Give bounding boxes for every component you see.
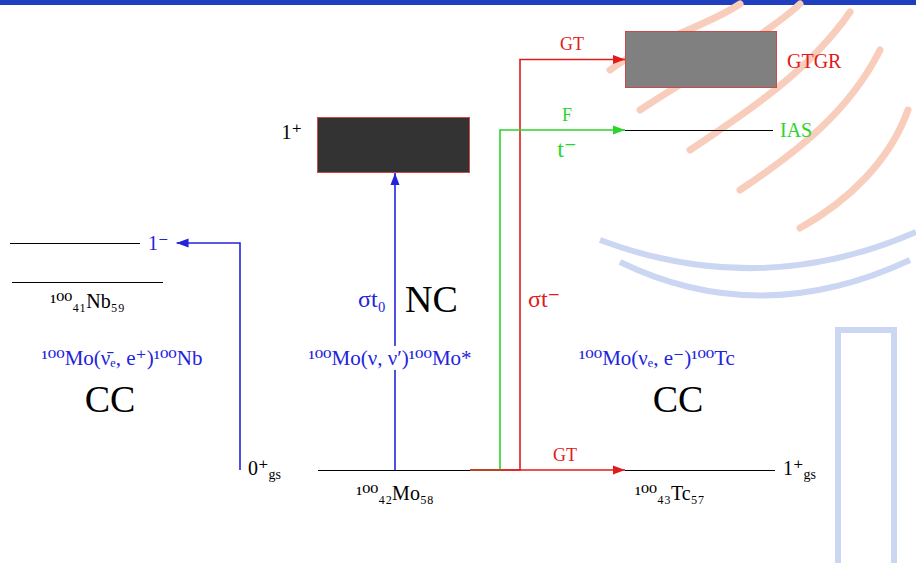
reaction-label: ¹⁰⁰Mo(ν, ν′)¹⁰⁰Mo* bbox=[305, 346, 474, 370]
level-label: 1⁺ bbox=[281, 121, 302, 144]
level-line bbox=[625, 470, 775, 471]
tc-ground-level: 1⁺gs¹⁰⁰₄₃Tc₅₇ bbox=[625, 460, 775, 480]
nb-excited-level: 1⁻ bbox=[10, 233, 177, 253]
cup-rim bbox=[600, 232, 916, 268]
level-label: 1⁺gs bbox=[783, 457, 816, 484]
level-label: ¹⁰⁰₄₁Nb₅₉ bbox=[50, 290, 124, 313]
reaction-label: ¹⁰⁰Mo(ν̄ₑ, e⁺)¹⁰⁰Nb bbox=[42, 346, 203, 370]
cup-rim bbox=[620, 260, 910, 296]
level-label: 1⁻ bbox=[148, 232, 169, 255]
flame-stroke bbox=[800, 110, 908, 228]
transition-label: F bbox=[562, 105, 572, 126]
process-label: NC bbox=[405, 278, 458, 322]
ias-level: IAS bbox=[625, 120, 773, 140]
operator-label: t⁻ bbox=[557, 136, 576, 164]
transition-label: GT bbox=[553, 445, 577, 466]
level-line bbox=[625, 130, 773, 131]
mo-ground-level: 0⁺gs¹⁰⁰₄₂Mo₅₈ bbox=[240, 460, 470, 480]
transition-arrow bbox=[470, 469, 625, 471]
level-line bbox=[12, 282, 163, 283]
level-label: 0⁺gs bbox=[248, 457, 281, 484]
transition-arrow bbox=[470, 60, 625, 471]
level-line bbox=[10, 243, 140, 244]
operator-label: σt⁻ bbox=[528, 286, 560, 314]
cup-stem bbox=[838, 330, 894, 563]
transition-arrow bbox=[470, 130, 625, 470]
level-label: ¹⁰⁰₄₃Tc₅₇ bbox=[635, 482, 705, 505]
transition-arrow bbox=[394, 173, 396, 470]
process-label: CC bbox=[85, 378, 136, 422]
gtgr-box: GTGR bbox=[625, 31, 777, 88]
operator-label: σt₀ bbox=[358, 286, 386, 314]
transition-label: GT bbox=[560, 34, 584, 55]
process-label: CC bbox=[653, 378, 704, 422]
excited-state-box: 1⁺ bbox=[317, 117, 470, 173]
nb-ground-level: ¹⁰⁰₄₁Nb₅₉ bbox=[12, 282, 163, 283]
top-bar bbox=[0, 0, 916, 5]
level-label: IAS bbox=[780, 119, 812, 142]
level-line bbox=[318, 470, 470, 471]
level-label: ¹⁰⁰₄₂Mo₅₈ bbox=[356, 482, 434, 505]
reaction-label: ¹⁰⁰Mo(νₑ, e⁻)¹⁰⁰Tc bbox=[579, 346, 735, 370]
level-label: GTGR bbox=[787, 49, 841, 72]
